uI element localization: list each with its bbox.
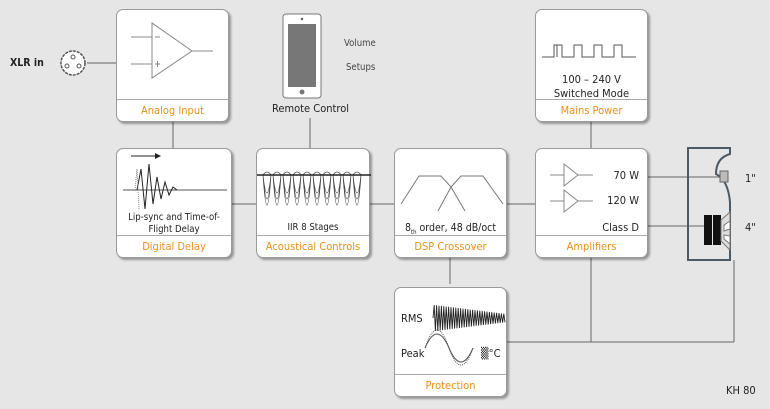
temperature-unit: °C	[488, 347, 501, 360]
model-label: KH 80	[726, 384, 756, 397]
analog-input-caption: Analog Input	[117, 99, 228, 121]
mains-power-caption: Mains Power	[536, 99, 647, 121]
crossover-desc: 8th order, 48 dB/oct	[395, 222, 506, 236]
digital-delay-desc-2: Flight Delay	[148, 224, 200, 235]
tablet-icon	[282, 13, 322, 99]
protection-caption: Protection	[395, 374, 506, 396]
remote-item-volume: Volume	[344, 38, 376, 49]
iir-curve	[262, 171, 362, 206]
digital-delay-caption: Digital Delay	[117, 235, 231, 257]
op-amp-icon	[131, 22, 213, 79]
digital-delay-desc-1: Lip-sync and Time-of-	[128, 212, 220, 223]
amplifiers-block: 70 W 120 W Class D Amplifiers	[535, 148, 648, 258]
amplifier-triangles-icon	[550, 162, 593, 214]
acoustical-controls-block: IIR 8 Stages Acoustical Controls	[256, 148, 371, 258]
impulse-delay-icon	[123, 153, 227, 210]
mains-power-block: 100 – 240 V Switched Mode Mains Power	[535, 9, 648, 122]
speaker-cabinet-icon	[687, 147, 731, 261]
analog-input-block: Analog Input	[116, 9, 229, 122]
peak-label: Peak	[401, 347, 425, 360]
remote-item-setups: Setups	[346, 62, 376, 73]
crossover-order: 8	[404, 222, 411, 234]
acoustical-controls-caption: Acoustical Controls	[257, 235, 369, 257]
dsp-crossover-block: 8th order, 48 dB/oct DSP Crossover	[394, 148, 507, 258]
xlr-connector-icon	[60, 50, 86, 76]
xlr-in-label: XLR in	[10, 57, 44, 69]
temperature-label: ▒°C	[481, 347, 500, 360]
dsp-crossover-caption: DSP Crossover	[395, 235, 506, 257]
iir-filter-icon	[257, 171, 371, 206]
acoustical-controls-desc: IIR 8 Stages	[287, 222, 339, 233]
digital-delay-block: Lip-sync and Time-of- Flight Delay Digit…	[116, 148, 232, 258]
mains-mode: Switched Mode	[553, 87, 630, 100]
switching-waveform-icon	[542, 44, 636, 58]
amp-class: Class D	[602, 221, 639, 234]
crossover-order-suffix: th	[410, 229, 417, 237]
amplifiers-caption: Amplifiers	[536, 235, 647, 257]
protection-block: RMS Peak ▒°C Protection	[394, 287, 507, 397]
rms-waveform	[432, 304, 506, 332]
tweeter-icon	[719, 170, 729, 183]
remote-control-title: Remote Control	[272, 102, 350, 115]
thermometer-icon: ▒	[481, 347, 489, 360]
crossover-slope: order, 48 dB/oct	[416, 222, 497, 234]
amp-power-tweeter: 70 W	[613, 169, 639, 182]
amp-power-woofer: 120 W	[607, 194, 639, 207]
protection-waveform-icon	[424, 304, 506, 366]
rms-label: RMS	[401, 312, 423, 325]
woofer-icon	[704, 210, 731, 252]
woofer-size: 4"	[745, 221, 756, 234]
crossover-curve-icon	[400, 175, 504, 212]
tweeter-size: 1"	[745, 172, 756, 185]
mains-voltage: 100 – 240 V	[562, 73, 621, 86]
